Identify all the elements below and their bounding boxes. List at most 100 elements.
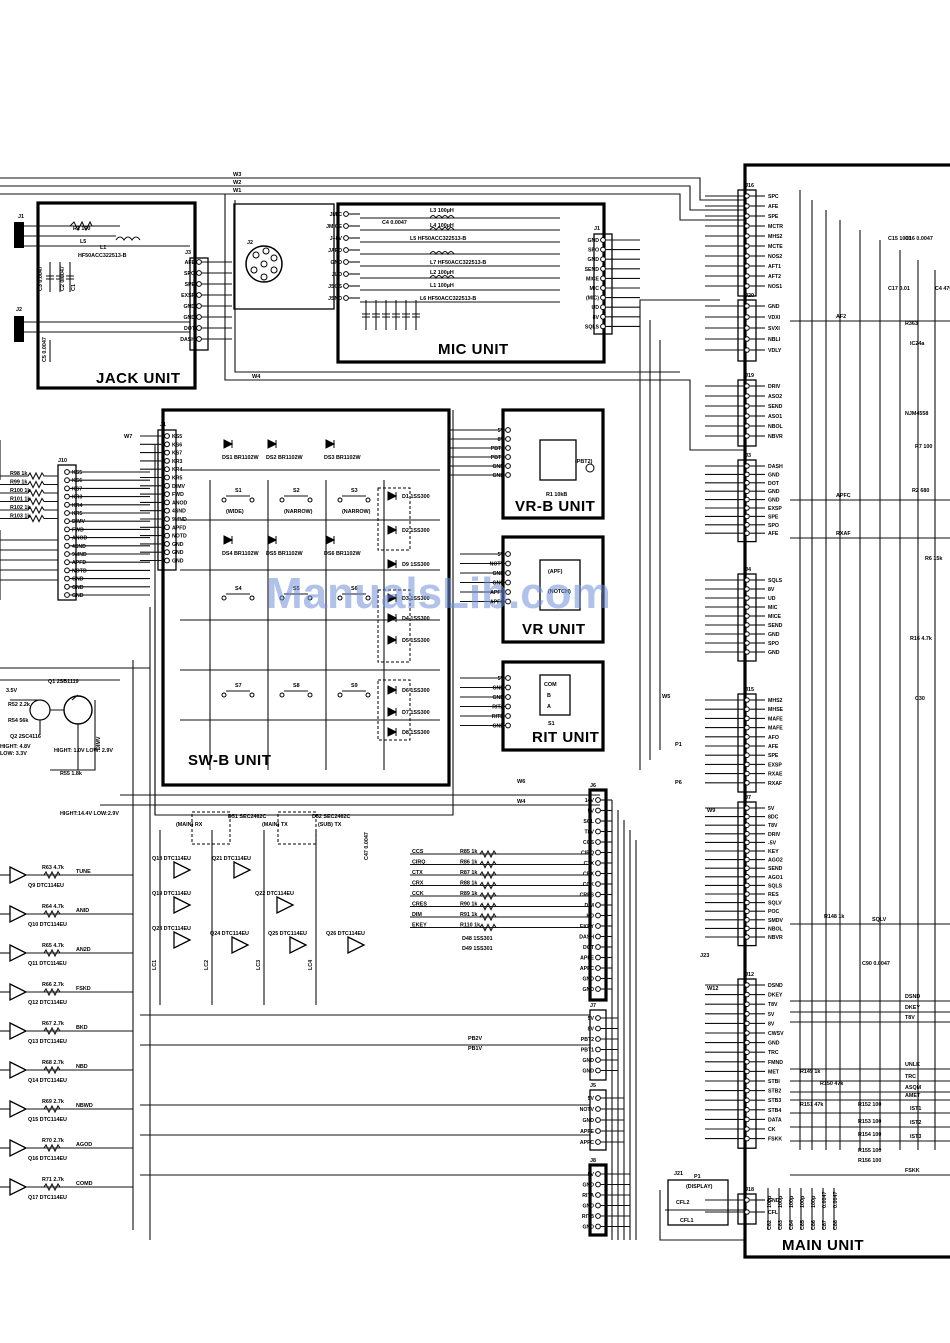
main-pin-label: MHS2: [768, 234, 783, 240]
buffer-resistor-label: R69 2.7k: [42, 1099, 64, 1105]
swb-j1-connector: J1 KS5KS6KS7KR3KR4KR5DIMVFWDANOD4SND9MND…: [140, 422, 188, 571]
connector-pin: [595, 860, 601, 866]
switch-contact: [307, 595, 313, 601]
svg-text:P1: P1: [675, 742, 682, 748]
connector-pin: [744, 622, 750, 628]
logic-gate-label: Q26 DTC114EU: [326, 931, 365, 937]
pin-label: APFD: [172, 525, 186, 531]
connector-pin: [595, 944, 601, 950]
buffer-transistor-label: Q9 DTC114EU: [28, 883, 64, 889]
connector-pin: [595, 797, 601, 803]
j6-net-label: CCS: [412, 849, 424, 855]
pin-label: APFC: [580, 966, 594, 972]
main-component-label: C17 0.01: [888, 286, 910, 292]
watermark-text: ManualsLib.com: [266, 569, 611, 618]
pin-label: KR4: [172, 467, 182, 473]
main-connector-j20: [737, 299, 757, 362]
connector-pin: [64, 542, 70, 549]
connector-pin: [64, 567, 70, 574]
led-label: DS4 BR1102W: [222, 551, 259, 557]
main-component-label: C30: [915, 696, 925, 702]
j6-block: J6 14V5VSQLT8VCCSCIRQCTXCRXCCKCRESDIMKDE…: [410, 783, 612, 1002]
main-pin-label: GND: [768, 1198, 780, 1204]
connector-pin: [600, 313, 606, 320]
connector-pin: [744, 839, 750, 846]
resistor: [43, 1104, 61, 1114]
main-connector-name: J4: [745, 567, 751, 573]
pin-label: MIC: [589, 286, 599, 292]
connector-pin: [595, 1181, 601, 1188]
resistor-label: R101 1k: [10, 497, 30, 503]
connector-pin: [600, 304, 606, 311]
main-pin-label: SPE: [768, 514, 779, 520]
pin-label: RITA: [582, 1193, 594, 1199]
pin-label: GND: [172, 542, 184, 548]
svg-text:C1: C1: [71, 284, 77, 291]
connector-pin: [744, 991, 750, 998]
wire-label-w2: W2: [233, 180, 241, 186]
vrb-unit-title: VR-B UNIT: [515, 498, 595, 515]
connector-pin: [64, 575, 70, 582]
pin-label: (MIC): [586, 296, 599, 302]
main-pin-label: SVXI: [768, 326, 780, 332]
switch-contact: [249, 692, 255, 698]
pin-label: DIMV: [72, 519, 86, 525]
pin-label: JMICE: [326, 224, 342, 230]
svg-text:PB2V: PB2V: [468, 1036, 482, 1042]
connector-pin: [595, 807, 601, 814]
pin-label: RITB: [492, 714, 504, 720]
connector-pin: [595, 1223, 601, 1230]
main-unit-title: MAIN UNIT: [782, 1237, 864, 1254]
svg-text:J2: J2: [247, 240, 253, 246]
pin-label: GND: [582, 1069, 594, 1075]
main-pin-label: SPO: [768, 641, 779, 647]
pin-label: GND: [492, 686, 504, 692]
switch-contact: [337, 595, 343, 601]
connector-pin: [744, 1049, 750, 1055]
bottom-cap-name: C83: [778, 1220, 784, 1230]
pin-label: JSND: [328, 296, 342, 302]
connector-pin: [744, 1126, 750, 1132]
connector-pin: [595, 1046, 601, 1053]
led-diode: [223, 535, 234, 545]
center-vertical-bus: [611, 299, 745, 1241]
main-component-label: NJM4558: [905, 411, 928, 417]
pin-label: MICE: [586, 276, 600, 282]
main-pin-label: MHS2: [768, 698, 783, 704]
connector-pin: [164, 549, 170, 556]
diode-label: D1 1SS300: [402, 494, 430, 500]
pin-label: DIMV: [172, 484, 186, 490]
switch-contact: [221, 497, 227, 503]
switch-contact: [365, 497, 371, 503]
connector-pin: [744, 1209, 750, 1215]
connector-pin: [744, 1059, 750, 1065]
connector-pin: [744, 822, 750, 829]
pin-label: KS7: [72, 486, 82, 492]
connector-pin: [505, 694, 511, 700]
pin-label: SPO: [184, 271, 195, 277]
connector-pin: [164, 474, 170, 481]
logic-gate-label: Q21 DTC114EU: [212, 856, 251, 862]
bottom-cap-name: C87: [822, 1220, 828, 1230]
main-component-label: C15 1000: [888, 236, 911, 242]
svg-text:L2 100µH: L2 100µH: [430, 270, 454, 276]
bottom-cap-name: C86: [811, 1220, 817, 1230]
diode: [387, 707, 398, 717]
connector-pin: [744, 1097, 750, 1103]
diode-label: D2 1SS300: [402, 528, 430, 534]
main-pin-label: RXAF: [768, 781, 782, 787]
buffer-transistor-label: Q13 DTC114EU: [28, 1039, 67, 1045]
resistor: [43, 870, 61, 880]
diode: [387, 685, 398, 695]
main-pin-label: UD: [768, 596, 776, 602]
main-component-label: C16 0.0047: [905, 236, 933, 242]
connector-pin: [595, 975, 601, 982]
connector-pin: [595, 986, 601, 992]
main-pin-label: SPC: [768, 194, 779, 200]
diode-label: D5 1SS300: [402, 638, 430, 644]
connector-pin: [64, 583, 70, 590]
resistor: [479, 849, 497, 859]
svg-text:J8: J8: [590, 1158, 596, 1164]
connector-pin: [744, 1068, 750, 1075]
bottom-cap-value: 100p: [811, 1195, 817, 1208]
